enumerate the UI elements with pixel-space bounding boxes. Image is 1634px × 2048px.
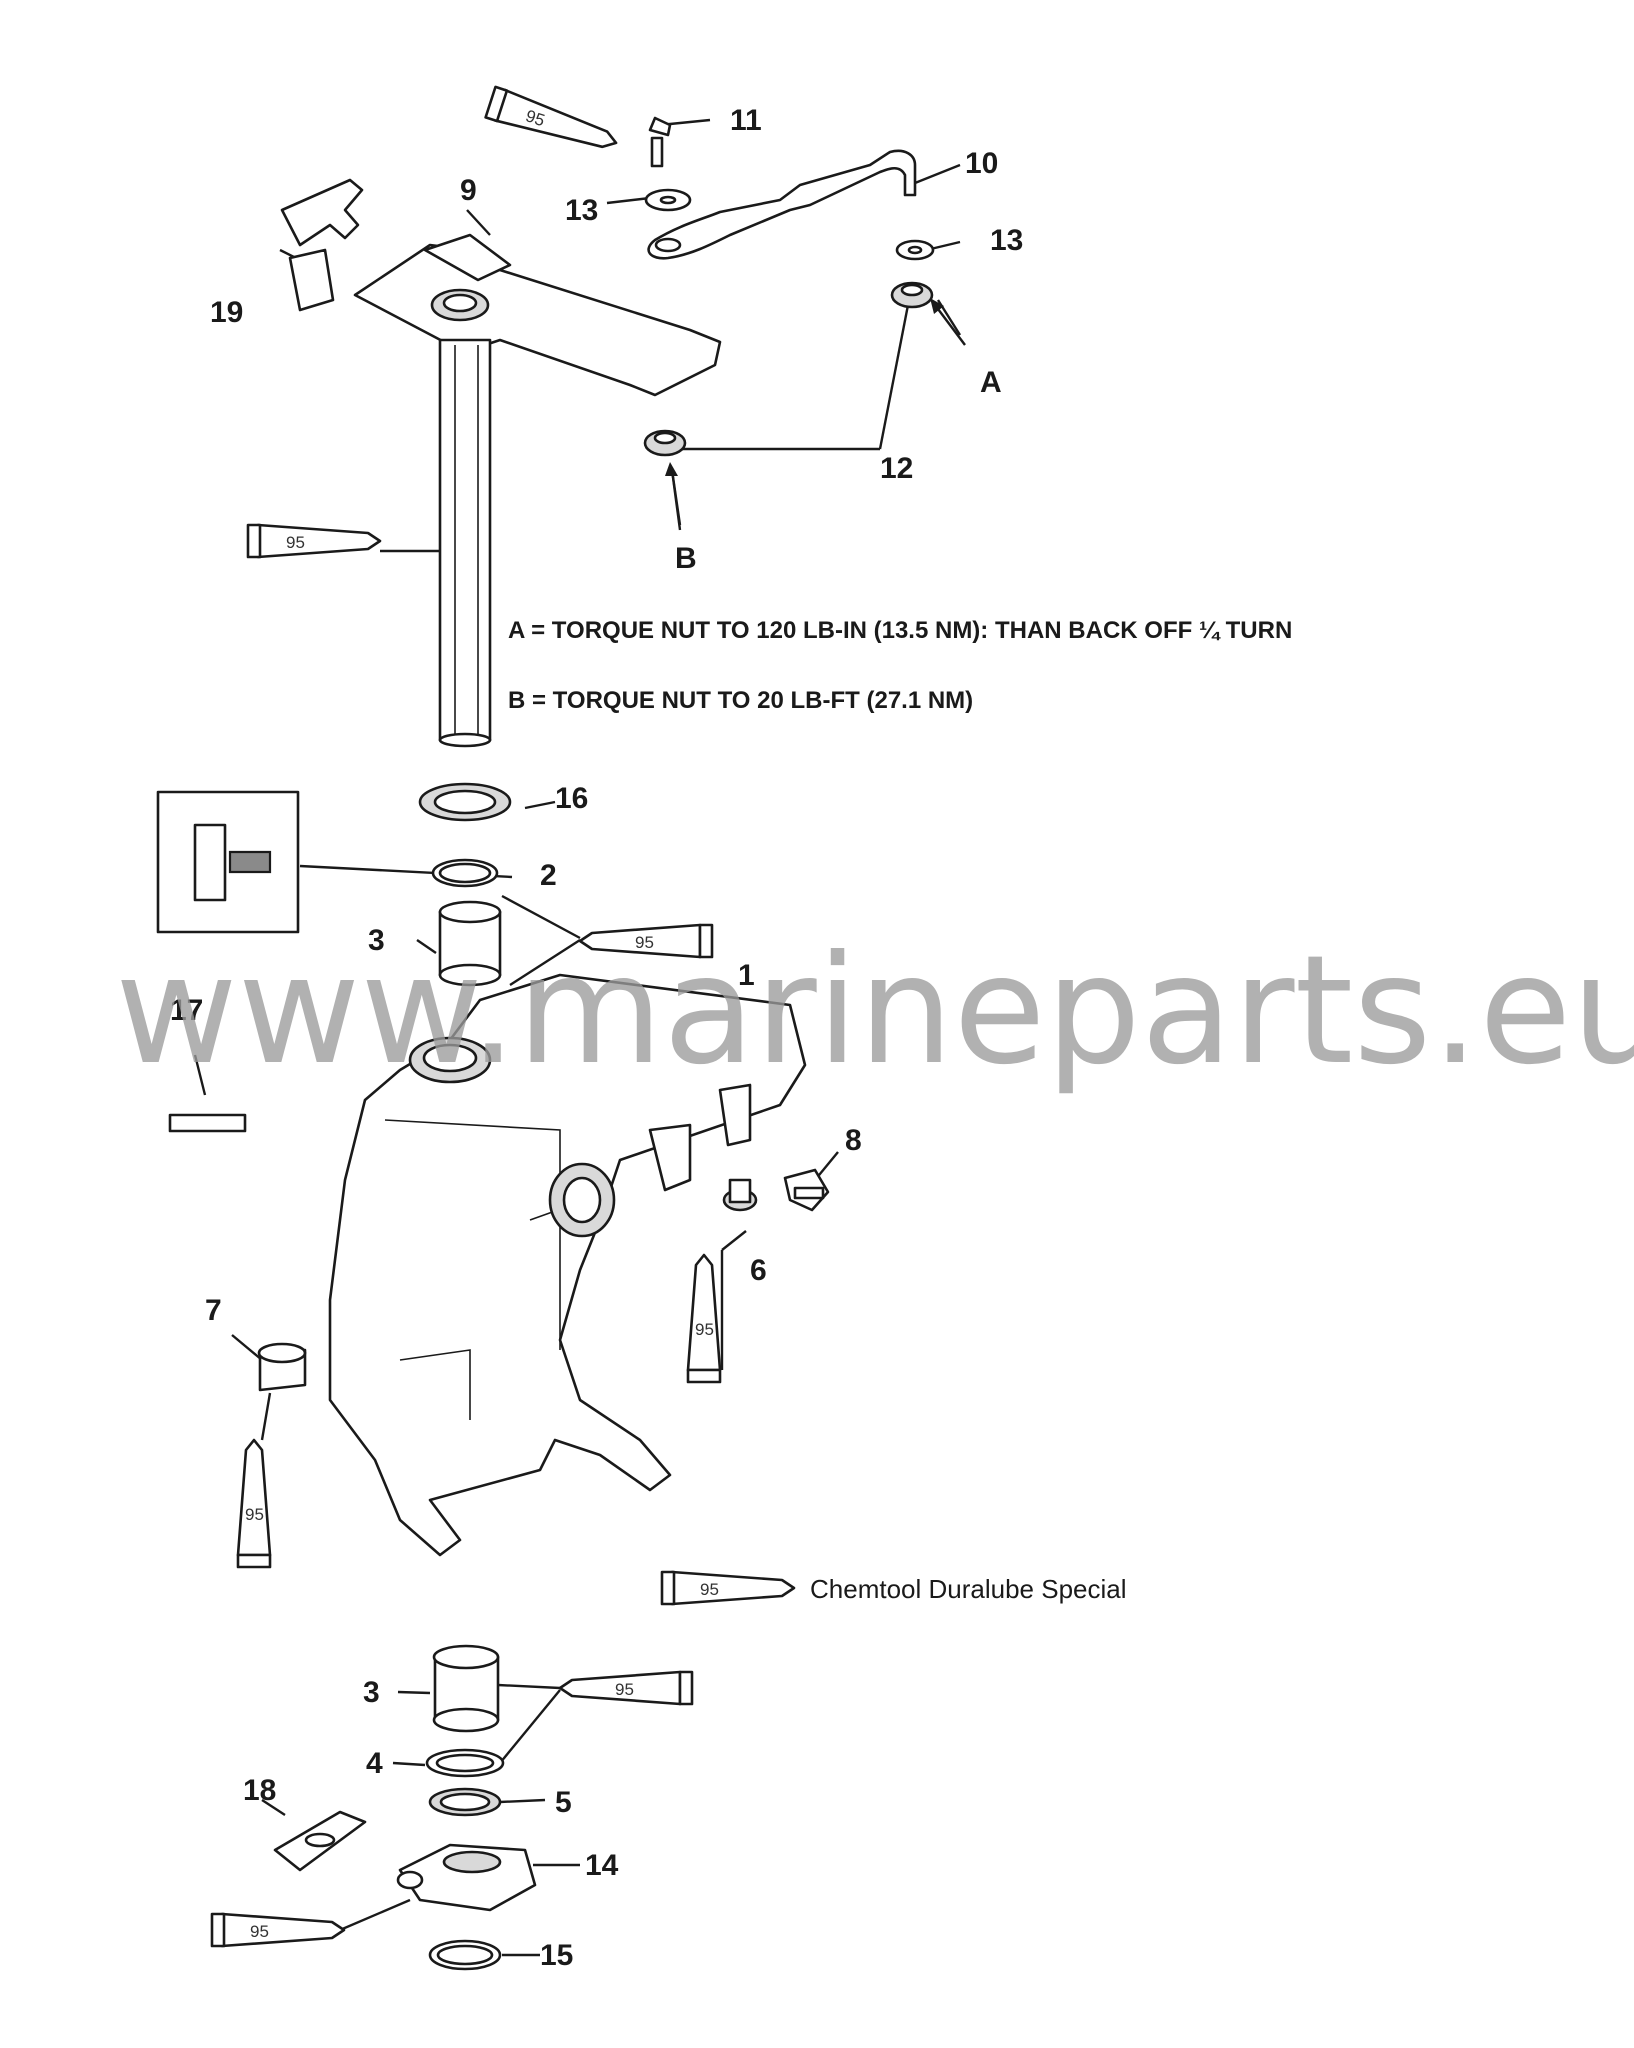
callout-18: 18 bbox=[243, 1774, 276, 1807]
part-3-bushing-upper bbox=[438, 900, 502, 987]
callout-4: 4 bbox=[366, 1747, 383, 1780]
callout-15: 15 bbox=[540, 1939, 573, 1972]
torque-note-a: A = TORQUE NUT TO 120 LB-IN (13.5 NM): T… bbox=[508, 617, 1292, 644]
callout-3-lower: 3 bbox=[363, 1676, 380, 1709]
part-2-o-ring bbox=[431, 858, 499, 888]
callout-b-mark: B bbox=[675, 542, 697, 575]
lube-tube-part14: 95 bbox=[210, 1912, 346, 1948]
lube-tube-stem: 95 bbox=[246, 523, 382, 559]
part-8-pin bbox=[783, 1168, 830, 1212]
part-16-washer bbox=[418, 782, 512, 822]
part-9-steering-arm bbox=[353, 233, 722, 748]
part-7-bushing bbox=[257, 1342, 307, 1392]
callout-6: 6 bbox=[750, 1254, 767, 1287]
callout-3-upper: 3 bbox=[368, 924, 385, 957]
callout-13-left: 13 bbox=[565, 194, 598, 227]
part-14-lower-bracket bbox=[396, 1843, 537, 1912]
lube-tube-top: 95 bbox=[484, 85, 618, 149]
arrow-b bbox=[665, 462, 682, 531]
lube-tube-part6: 95 bbox=[686, 1253, 722, 1384]
callout-17: 17 bbox=[170, 994, 203, 1027]
part-18-gasket bbox=[273, 1810, 367, 1872]
lube-code-label: 95 bbox=[615, 1680, 634, 1699]
arrow-a bbox=[930, 298, 966, 346]
part-6-fitting bbox=[722, 1178, 758, 1212]
part-19-bracket bbox=[280, 178, 364, 312]
lube-tube-lower-bushing: 95 bbox=[558, 1670, 694, 1706]
part-17-key bbox=[168, 1113, 247, 1133]
callout-1: 1 bbox=[738, 959, 755, 992]
leader-lines bbox=[193, 118, 962, 1957]
part-15-o-ring bbox=[428, 1939, 502, 1971]
part-11-bolt bbox=[648, 116, 672, 168]
part-13-washer-right bbox=[895, 239, 935, 261]
part-3-bushing-lower bbox=[432, 1644, 500, 1733]
torque-note-b: B = TORQUE NUT TO 20 LB-FT (27.1 NM) bbox=[508, 687, 973, 714]
lube-tube-part2: 95 bbox=[578, 923, 714, 959]
callout-9: 9 bbox=[460, 174, 477, 207]
part-2-detail-inset bbox=[156, 790, 300, 934]
callout-12: 12 bbox=[880, 452, 913, 485]
callout-10: 10 bbox=[965, 147, 998, 180]
part-1-swivel-bracket bbox=[328, 973, 807, 1557]
callout-14: 14 bbox=[585, 1849, 619, 1882]
part-10-link-arm bbox=[647, 149, 917, 260]
watermark-text: www.marineparts.eu bbox=[115, 924, 1634, 1098]
part-13-washer-left bbox=[644, 188, 692, 212]
lube-code-label: 95 bbox=[245, 1505, 264, 1524]
lube-code-label: 95 bbox=[286, 533, 305, 552]
lube-code-label: 95 bbox=[635, 933, 654, 952]
callout-5: 5 bbox=[555, 1786, 572, 1819]
part-4-washer bbox=[425, 1748, 505, 1778]
callout-19: 19 bbox=[210, 296, 243, 329]
part-5-washer bbox=[428, 1787, 502, 1817]
callout-a-mark: A bbox=[980, 366, 1002, 399]
callout-8: 8 bbox=[845, 1124, 862, 1157]
callout-7: 7 bbox=[205, 1294, 222, 1327]
part-12-nut-b bbox=[643, 429, 687, 457]
torque-notes: A = TORQUE NUT TO 120 LB-IN (13.5 NM): T… bbox=[508, 617, 1292, 714]
callout-13-right: 13 bbox=[990, 224, 1023, 257]
lubricant-legend-text: Chemtool Duralube Special bbox=[810, 1574, 1127, 1604]
part-12-nut-a bbox=[890, 281, 934, 309]
callout-2: 2 bbox=[540, 859, 557, 892]
callout-labels: 11 13 10 13 9 19 12 A B 16 2 3 1 17 8 6 … bbox=[170, 104, 1023, 1972]
lube-tube-part7: 95 bbox=[236, 1438, 272, 1569]
lube-code-label: 95 bbox=[700, 1580, 719, 1599]
lube-code-label: 95 bbox=[250, 1922, 269, 1941]
callout-11: 11 bbox=[730, 104, 762, 137]
lube-code-label: 95 bbox=[695, 1320, 714, 1339]
lube-code-label: 95 bbox=[523, 106, 547, 130]
callout-16: 16 bbox=[555, 782, 588, 815]
lube-tube-legend: 95 bbox=[660, 1570, 796, 1606]
